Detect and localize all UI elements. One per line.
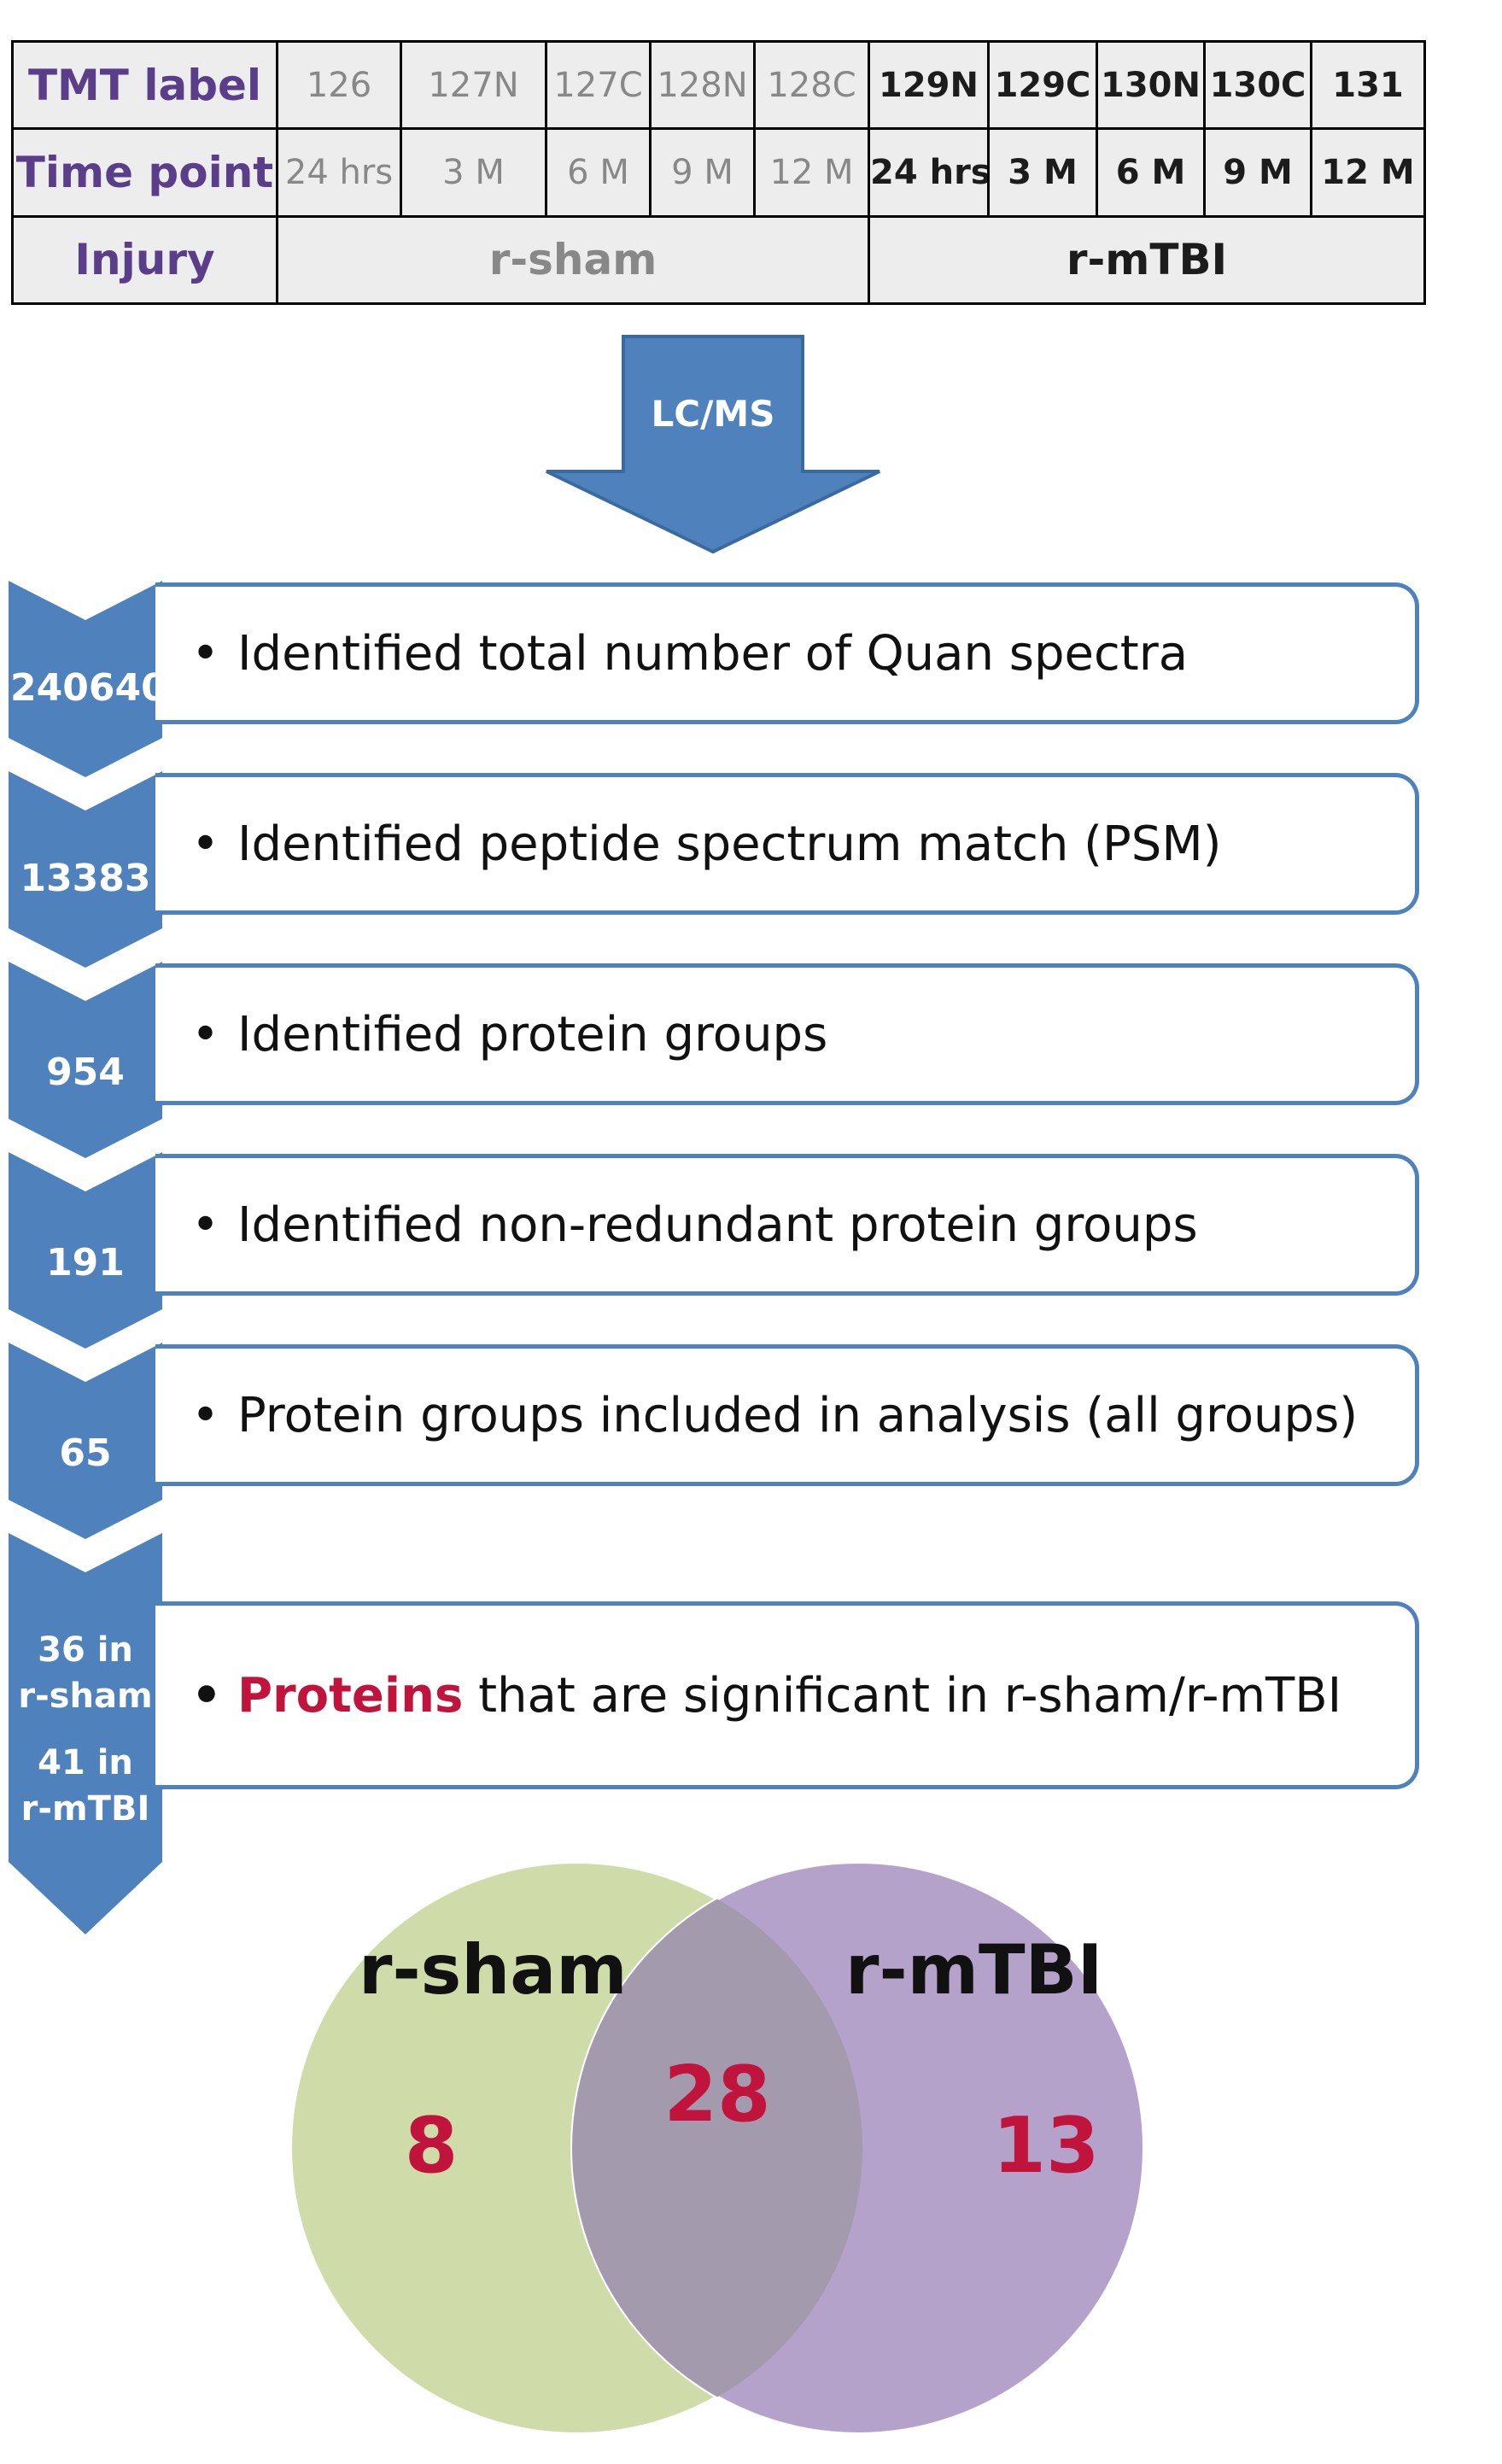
time-point-header: Time point bbox=[11, 127, 278, 218]
time-cell: 9 M bbox=[1203, 127, 1312, 218]
down-arrow-icon bbox=[546, 335, 880, 554]
chevron-icon bbox=[9, 1343, 162, 1539]
significance-text: that are significant in r-sham/r-mTBI bbox=[463, 1667, 1342, 1724]
time-point-row: Time point 24 hrs 3 M 6 M 9 M 12 M 24 hr… bbox=[11, 127, 1426, 218]
chevron-icon bbox=[9, 1533, 162, 1934]
time-cell: 24 hrs bbox=[868, 127, 990, 218]
tmt-cell: 128C bbox=[753, 39, 870, 131]
tmt-cell: 127N bbox=[400, 39, 547, 131]
bullet-icon: • bbox=[191, 1387, 220, 1443]
funnel-description: Identified total number of Quan spectra bbox=[237, 625, 1189, 682]
proteins-highlight: Proteins bbox=[237, 1667, 464, 1724]
venn-circles bbox=[289, 1860, 1146, 2436]
funnel-description-box: • Proteins that are significant in r-sha… bbox=[155, 1601, 1419, 1789]
venn-label-sham: r-sham bbox=[359, 1930, 628, 2010]
venn-count-tbi-only: 13 bbox=[992, 2101, 1100, 2191]
funnel-description-box: • Identified peptide spectrum match (PSM… bbox=[155, 773, 1419, 915]
tbi-count-line: 41 in bbox=[38, 1743, 133, 1782]
funnel-stage-non-redundant: 191 • Identified non-redundant protein g… bbox=[0, 1152, 1502, 1349]
funnel-stage-psm: 13383 • Identified peptide spectrum matc… bbox=[0, 771, 1502, 968]
funnel-count: 13383 bbox=[20, 857, 151, 900]
funnel-description: Identified protein groups bbox=[237, 1006, 828, 1062]
chevron-icon bbox=[9, 1152, 162, 1349]
chevron-icon bbox=[9, 581, 162, 777]
tmt-label-header: TMT label bbox=[11, 39, 278, 131]
time-cell: 3 M bbox=[987, 127, 1098, 218]
funnel-description: Identified peptide spectrum match (PSM) bbox=[237, 816, 1222, 872]
tmt-cell: 130N bbox=[1096, 39, 1206, 131]
lcms-arrow: LC/MS bbox=[538, 333, 888, 555]
tmt-cell: 128N bbox=[649, 39, 756, 131]
bullet-icon: • bbox=[191, 625, 220, 682]
funnel-stage-protein-groups: 954 • Identified protein groups bbox=[0, 962, 1502, 1158]
funnel-count: 191 bbox=[46, 1241, 125, 1285]
venn-label-tbi: r-mTBI bbox=[845, 1930, 1103, 2010]
venn-count-overlap: 28 bbox=[663, 2050, 771, 2139]
sham-count-group: r-sham bbox=[18, 1677, 153, 1716]
significant-counts: 36 in r-sham 41 in r-mTBI bbox=[10, 1627, 161, 1832]
funnel-description-box: • Identified protein groups bbox=[155, 963, 1419, 1105]
funnel-description-box: • Identified non-redundant protein group… bbox=[155, 1154, 1419, 1296]
time-cell: 3 M bbox=[400, 127, 547, 218]
tmt-cell: 131 bbox=[1310, 39, 1426, 131]
tbi-count-group: r-mTBI bbox=[20, 1789, 150, 1829]
time-cell: 9 M bbox=[649, 127, 756, 218]
time-cell: 24 hrs bbox=[276, 127, 402, 218]
injury-header: Injury bbox=[11, 214, 278, 306]
funnel-stage-significant-proteins: 36 in r-sham 41 in r-mTBI • Proteins tha… bbox=[0, 1533, 1502, 1934]
sham-count-line: 36 in bbox=[38, 1630, 133, 1670]
tmt-label-table: TMT label 126 127N 127C 128N 128C 129N 1… bbox=[11, 39, 1426, 306]
injury-tbi-cell: r-mTBI bbox=[868, 214, 1426, 306]
lcms-label: LC/MS bbox=[651, 393, 775, 435]
funnel-count: 240640 bbox=[10, 666, 167, 710]
funnel-description-box: • Protein groups included in analysis (a… bbox=[155, 1344, 1419, 1486]
time-cell: 6 M bbox=[1096, 127, 1206, 218]
funnel-description: Identified non-redundant protein groups bbox=[237, 1197, 1198, 1253]
funnel-count: 954 bbox=[46, 1051, 125, 1094]
bullet-icon: • bbox=[191, 1667, 222, 1724]
tmt-label-row: TMT label 126 127N 127C 128N 128C 129N 1… bbox=[11, 39, 1426, 131]
venn-diagram: r-sham r-mTBI 8 28 13 bbox=[239, 1845, 1178, 2460]
chevron-icon bbox=[9, 771, 162, 968]
funnel-description: Protein groups included in analysis (all… bbox=[237, 1387, 1359, 1443]
venn-count-sham-only: 8 bbox=[404, 2101, 459, 2191]
bullet-icon: • bbox=[191, 816, 220, 872]
chevron-icon bbox=[9, 962, 162, 1158]
tmt-cell: 127C bbox=[545, 39, 652, 131]
injury-sham-cell: r-sham bbox=[276, 214, 870, 306]
tmt-cell: 129N bbox=[868, 39, 990, 131]
time-cell: 12 M bbox=[1310, 127, 1426, 218]
tmt-cell: 130C bbox=[1203, 39, 1312, 131]
funnel-count: 65 bbox=[59, 1431, 112, 1475]
injury-row: Injury r-sham r-mTBI bbox=[11, 214, 1426, 306]
time-cell: 6 M bbox=[545, 127, 652, 218]
bullet-icon: • bbox=[191, 1006, 220, 1062]
time-cell: 12 M bbox=[753, 127, 870, 218]
bullet-icon: • bbox=[191, 1197, 220, 1253]
tmt-cell: 126 bbox=[276, 39, 402, 131]
funnel-description: Proteins that are significant in r-sham/… bbox=[237, 1606, 1341, 1785]
funnel-stage-quan-spectra: 240640 • Identified total number of Quan… bbox=[0, 581, 1502, 777]
funnel-stage-analysis: 65 • Protein groups included in analysis… bbox=[0, 1343, 1502, 1539]
tmt-cell: 129C bbox=[987, 39, 1098, 131]
venn-overlap bbox=[572, 1862, 862, 2434]
funnel-description-box: • Identified total number of Quan spectr… bbox=[155, 582, 1419, 724]
